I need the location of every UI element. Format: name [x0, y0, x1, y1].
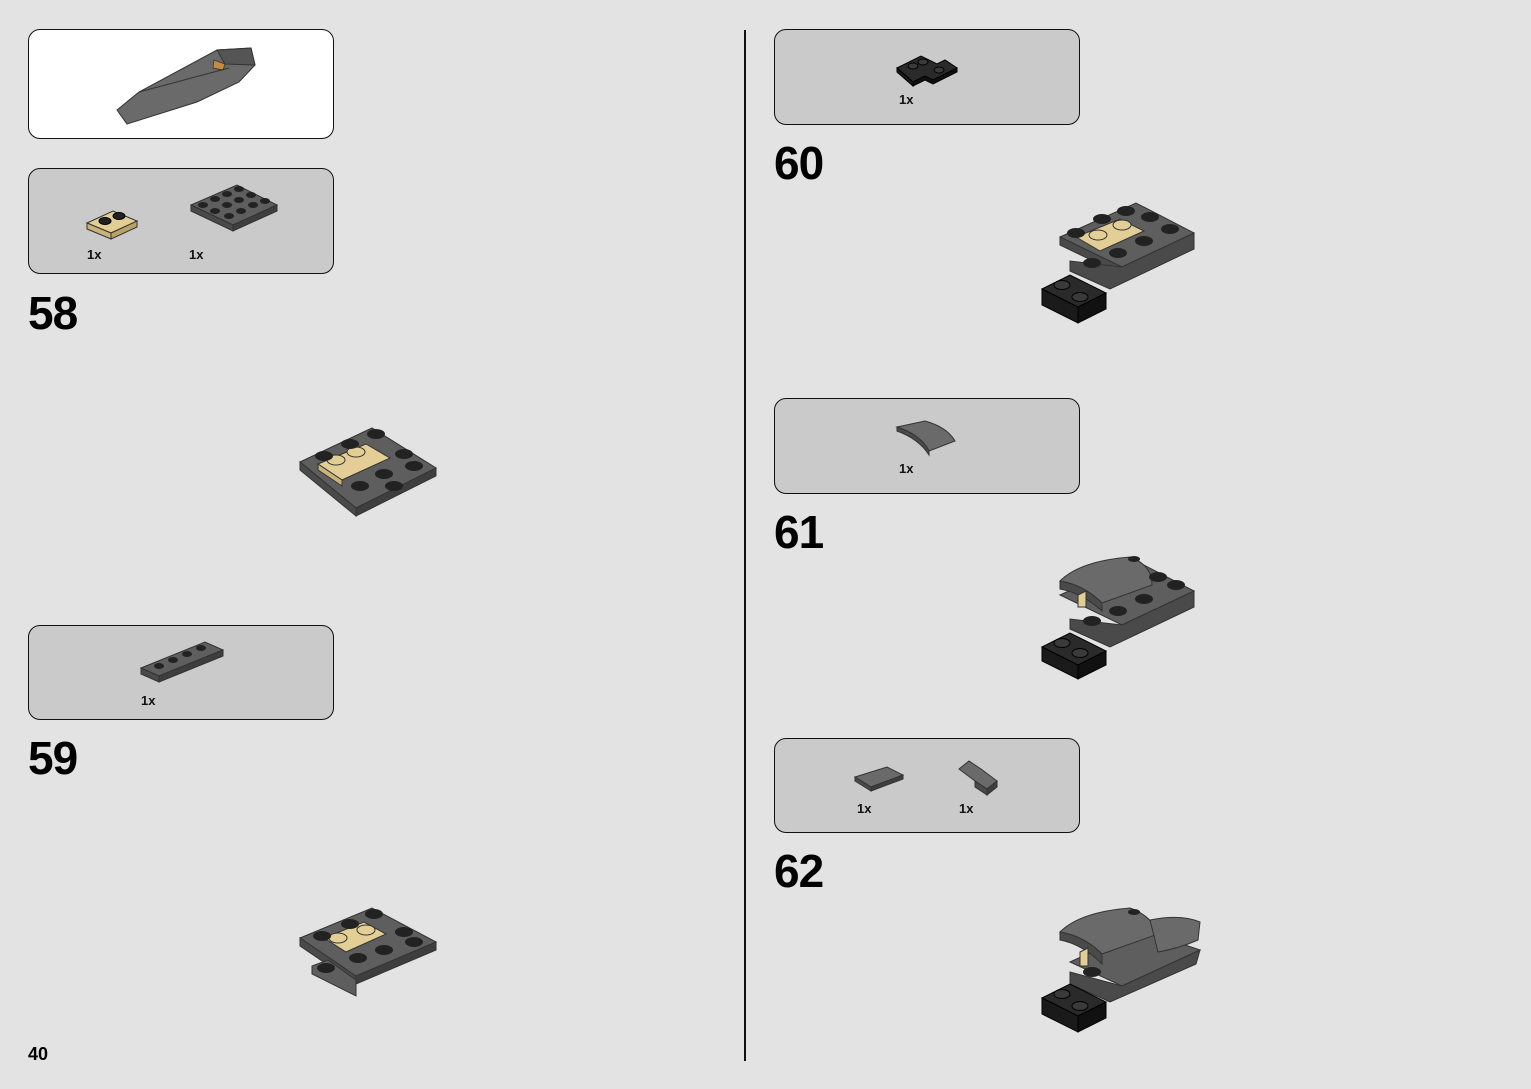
submodel-callout	[28, 29, 334, 139]
parts-callout-step-58: 1x 1x	[28, 168, 334, 274]
part-quantity: 1x	[141, 693, 156, 708]
tan-plate-1x2-icon	[85, 210, 139, 240]
dark-gray-plate-4x4-icon	[189, 184, 279, 232]
step-59-assembly-icon	[298, 907, 438, 997]
parts-callout-step-60: 1x	[774, 29, 1080, 125]
step-number: 60	[774, 137, 824, 189]
dark-gray-wedge-icon	[958, 760, 998, 797]
parts-callout-step-62: 1x 1x	[774, 738, 1080, 833]
step-number: 59	[28, 732, 78, 784]
step-60-assembly-icon	[1040, 202, 1196, 324]
part-quantity: 1x	[189, 247, 204, 262]
dark-gray-tile-icon	[853, 766, 905, 792]
part-quantity: 1x	[899, 92, 914, 107]
page-number: 40	[28, 1044, 49, 1064]
part-quantity: 1x	[87, 247, 102, 262]
step-number: 58	[28, 287, 78, 339]
step-number: 61	[774, 506, 824, 558]
page-divider	[744, 30, 746, 1061]
part-quantity: 1x	[899, 461, 914, 476]
parts-callout-step-59: 1x	[28, 625, 334, 720]
black-corner-plate-icon	[896, 55, 958, 88]
step-62-assembly-icon	[1040, 907, 1202, 1033]
part-quantity: 1x	[857, 801, 872, 816]
step-61-assembly-icon	[1040, 556, 1196, 680]
step-58-assembly-icon	[299, 427, 438, 518]
parts-callout-step-61: 1x	[774, 398, 1080, 494]
step-number: 62	[774, 845, 824, 897]
dark-gray-curved-slope-icon	[895, 420, 956, 457]
dark-gray-plate-1x4-icon	[139, 641, 225, 683]
part-quantity: 1x	[959, 801, 974, 816]
ship-nose-submodel-icon	[116, 47, 256, 125]
